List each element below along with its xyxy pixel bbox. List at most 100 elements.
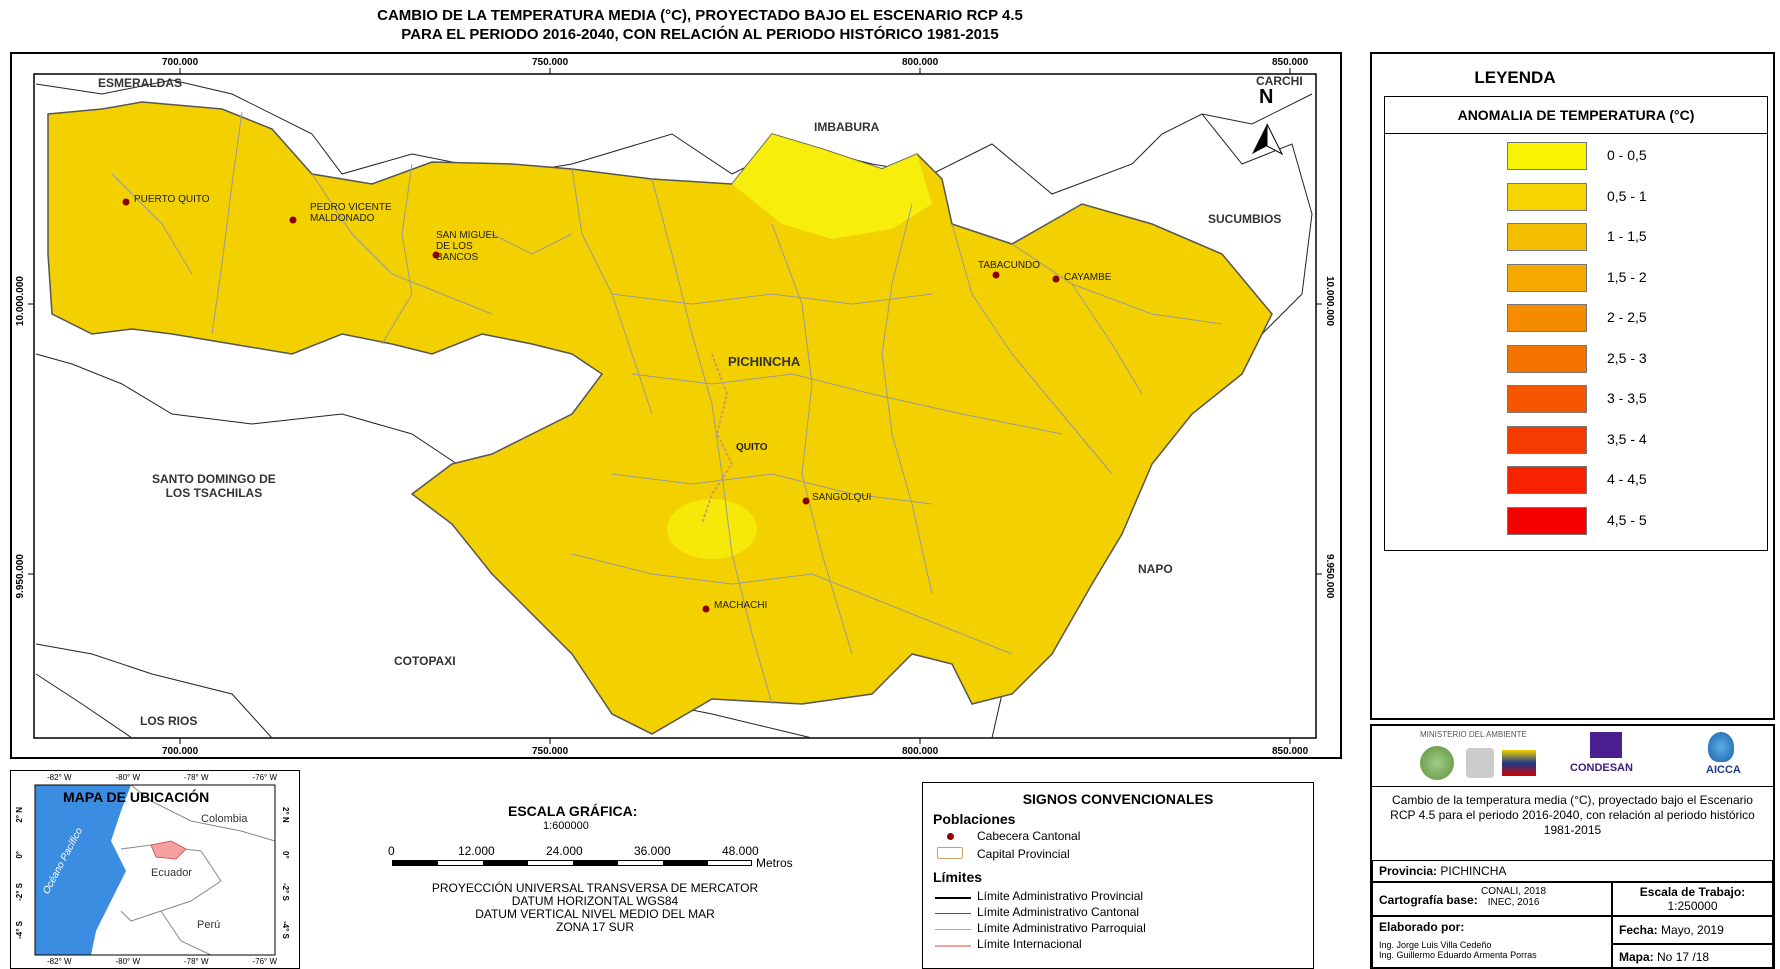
scale-title: ESCALA GRÁFICA:	[508, 803, 638, 819]
scale-tick: 24.000	[546, 844, 583, 858]
x-tick-top-3: 800.000	[902, 57, 939, 68]
legend-swatch	[1507, 506, 1587, 535]
legend-swatch	[1507, 223, 1587, 251]
signs-cabecera: Cabecera Cantonal	[977, 829, 1081, 843]
signs-poblaciones: Poblaciones	[933, 811, 1016, 827]
region-label-pichincha: PICHINCHA	[728, 354, 801, 369]
cartografia-value-2: INEC, 2016	[1487, 897, 1540, 908]
autor-1: Ing. Jorge Luis Villa Cedeño	[1379, 940, 1492, 950]
locator-label-colombia: Colombia	[201, 813, 248, 825]
locator-right-tick: -4° S	[281, 921, 290, 939]
projection-line-3: DATUM VERTICAL NIVEL MEDIO DEL MAR	[475, 907, 715, 921]
main-map-frame: 700.000 750.000 800.000 850.000 700.000 …	[10, 52, 1342, 759]
provincia-label: Provincia:	[1379, 864, 1438, 878]
projection-line-2: DATUM HORIZONTAL WGS84	[511, 894, 679, 908]
locator-top-tick: -82° W	[47, 773, 72, 782]
locator-right-tick: 2° N	[281, 807, 290, 823]
elaborado-label: Elaborado por:	[1379, 920, 1465, 934]
city-label-machachi: MACHACHI	[714, 600, 768, 611]
escala-cell: Escala de Trabajo: 1:250000	[1612, 882, 1773, 916]
legend-box: ANOMALIA DE TEMPERATURA (°C) 0 - 0,5 0,5 …	[1384, 96, 1768, 551]
locator-right-tick: -2° S	[281, 883, 290, 901]
city-label-san-miguel: SAN MIGUEL DE LOS BANCOS	[436, 230, 498, 263]
projection-info: PROYECCIÓN UNIVERSAL TRANSVERSA DE MERCA…	[380, 882, 810, 934]
ecuador-shield-icon	[1466, 748, 1494, 778]
x-tick-bottom-4: 850.000	[1272, 746, 1309, 757]
title-line-1: CAMBIO DE LA TEMPERATURA MEDIA (°C), PRO…	[377, 7, 1023, 24]
city-label-tabacundo: TABACUNDO	[978, 260, 1041, 271]
legend-class-label: 4,5 - 5	[1607, 511, 1647, 528]
pichincha-locator-highlight	[150, 840, 187, 860]
legend-subtitle: ANOMALIA DE TEMPERATURA (°C)	[1385, 97, 1767, 134]
cartografia-label: Cartografía base:	[1379, 893, 1478, 907]
region-label-imbabura: IMBABURA	[814, 120, 880, 134]
locator-left-tick: -2° S	[15, 883, 24, 901]
x-tick-top-4: 850.000	[1272, 57, 1309, 68]
locator-left-tick: -4° S	[15, 921, 24, 939]
x-tick-bottom-2: 750.000	[532, 746, 569, 757]
legend-class-row: 1,5 - 2	[1385, 263, 1765, 294]
scale-unit: Metros	[756, 856, 793, 870]
city-label-sangolqui: SANGOLQUI	[812, 492, 872, 503]
y-tick-left-2: 9.950.000	[15, 554, 26, 599]
city-dot-cayambe	[1052, 275, 1060, 283]
signs-internacional: Límite Internacional	[977, 937, 1082, 951]
anomaly-pale-south	[667, 499, 757, 559]
scale-ratio: 1:600000	[543, 820, 589, 832]
title-line-2: PARA EL PERIODO 2016-2040, CON RELACIÓN …	[401, 26, 999, 43]
y-tick-right-2: 9.950.000	[1324, 554, 1335, 599]
region-label-santo-domingo: SANTO DOMINGO DE LOS TSACHILAS	[152, 472, 276, 500]
anomaly-pale-north	[732, 134, 932, 239]
signs-cantonal: Límite Administrativo Cantonal	[977, 905, 1140, 919]
locator-label-peru: Perú	[197, 919, 221, 931]
cartografia-cell: Cartografía base: CONALI, 2018 INEC, 201…	[1372, 882, 1612, 916]
aicca-logo-icon	[1708, 732, 1734, 762]
legend-class-label: 0,5 - 1	[1607, 187, 1647, 204]
legend-class-row: 2,5 - 3	[1385, 344, 1765, 375]
locator-left-tick: 0°	[15, 851, 24, 859]
legend-class-label: 3 - 3,5	[1607, 390, 1647, 406]
legend-class-label: 0 - 0,5	[1607, 147, 1647, 163]
x-tick-bottom-1: 700.000	[162, 746, 199, 757]
internacional-line-icon	[935, 945, 971, 947]
city-dot-san-miguel	[432, 251, 440, 259]
legend-swatch	[1507, 304, 1587, 332]
region-label-esmeraldas: ESMERALDAS	[98, 76, 183, 90]
provincial-line-icon	[935, 897, 971, 899]
provincia-value: PICHINCHA	[1440, 864, 1507, 878]
quito-urban-area	[701, 353, 734, 525]
locator-left-tick: 2° N	[15, 807, 24, 823]
cabecera-symbol-icon	[947, 833, 954, 840]
scale-tick: 48.000	[722, 844, 759, 858]
scale-bar	[392, 860, 752, 866]
info-description: Cambio de la temperatura media (°C), pro…	[1372, 786, 1773, 844]
region-label-napo: NAPO	[1138, 562, 1173, 576]
x-tick-top-1: 700.000	[162, 57, 199, 68]
region-label-carchi: CARCHI	[1256, 74, 1303, 88]
city-dot-machachi	[702, 605, 710, 613]
legend-class-label: 4 - 4,5	[1607, 471, 1647, 487]
city-label-puerto-quito: PUERTO QUITO	[134, 194, 210, 205]
legend-class-row: 4 - 4,5	[1385, 466, 1765, 496]
locator-frame: MAPA DE UBICACIÓN -82° W -80° W -78° W -…	[10, 770, 300, 969]
signs-provincial: Límite Administrativo Provincial	[977, 889, 1144, 903]
mapa-label: Mapa:	[1619, 950, 1654, 964]
legend-class-label: 3,5 - 4	[1607, 430, 1647, 447]
locator-top-tick: -80° W	[115, 773, 141, 782]
cartografia-value-1: CONALI, 2018	[1481, 886, 1547, 897]
region-label-los-rios: LOS RIOS	[140, 714, 198, 728]
legend-class-row: 3 - 3,5	[1385, 385, 1765, 415]
signs-capital: Capital Provincial	[977, 847, 1070, 861]
condesan-logo-icon	[1590, 732, 1622, 758]
fecha-value: Mayo, 2019	[1661, 923, 1724, 937]
region-label-sucumbios: SUCUMBIOS	[1208, 212, 1282, 226]
locator-right-tick: 0°	[281, 851, 290, 859]
parroquial-line-icon	[935, 929, 971, 930]
legend-class-label: 1,5 - 2	[1607, 268, 1647, 285]
legend-swatch	[1507, 385, 1587, 413]
capital-symbol-icon	[937, 847, 963, 859]
locator-map	[34, 784, 276, 956]
info-panel: MINISTERIO DEL AMBIENTE CONDESAN AICCA C…	[1370, 724, 1775, 969]
locator-bottom-tick: -78° W	[183, 957, 209, 966]
autor-2: Ing. Guillermo Eduardo Armenta Porras	[1379, 950, 1537, 960]
